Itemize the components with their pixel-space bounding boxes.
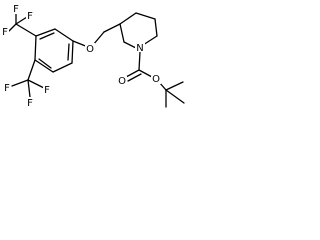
- bond-carbonyl-double-1: [125, 69, 140, 78]
- bond-ring-d: [52, 62, 73, 73]
- atom-f-bottom-2: F: [27, 98, 33, 109]
- bond-pip-c4-c5: [135, 12, 156, 20]
- bond-pip-c6-n: [142, 35, 158, 46]
- atom-f-top-1: F: [13, 4, 19, 15]
- atom-f-bottom-1: F: [4, 83, 10, 94]
- bond-ring-b: [54, 28, 74, 42]
- bond-cf3-bottom-f-right: [27, 79, 45, 89]
- bond-cf3-top-f-right: [15, 16, 28, 25]
- bond-carbonyl-double-2: [127, 73, 142, 82]
- bond-pip-c2-c3: [119, 23, 125, 43]
- bond-ring-double-1: [39, 32, 55, 40]
- bond-cq-me-right: [165, 89, 185, 104]
- bond-ring-e: [34, 59, 54, 73]
- bond-carbonyl-c-o-ester: [138, 69, 153, 78]
- bond-cf3-bottom-f-down: [27, 79, 31, 98]
- bond-o-ether-ch2: [92, 31, 105, 46]
- atom-o-ester: O: [152, 74, 160, 85]
- molecule-structure: F F F F F F O N O O: [1, 4, 185, 109]
- atom-f-top-2: F: [2, 27, 8, 38]
- bond-ring-c: [71, 40, 74, 64]
- atom-f-bottom-3: F: [44, 85, 50, 96]
- atom-f-top-3: F: [27, 11, 33, 22]
- bond-cq-me-up: [165, 81, 184, 91]
- bond-ring-double-2: [67, 43, 70, 61]
- bond-pip-c5-c6: [154, 18, 158, 37]
- atom-n-piperidine: N: [136, 43, 143, 54]
- bonds: [8, 12, 185, 108]
- bond-pip-c3-c4: [119, 12, 137, 25]
- atom-labels: F F F F F F O N O O: [1, 4, 161, 109]
- bond-cf3-bottom-ring: [27, 59, 36, 81]
- bond-pip-n-c2: [123, 41, 137, 49]
- bond-ring-f: [34, 35, 37, 61]
- bond-ring-double-3: [38, 58, 52, 69]
- atom-o-ether: O: [86, 44, 94, 55]
- bond-cf3-top-ring: [15, 23, 37, 37]
- atom-o-carbonyl: O: [118, 76, 126, 87]
- bond-cf3-bottom-f-left: [11, 79, 29, 87]
- bond-ring-a: [35, 28, 56, 37]
- bond-n-carbonyl-c: [138, 51, 141, 71]
- bond-cf3-top-f-left: [8, 23, 17, 32]
- bond-ch2-pip-c3: [103, 23, 121, 33]
